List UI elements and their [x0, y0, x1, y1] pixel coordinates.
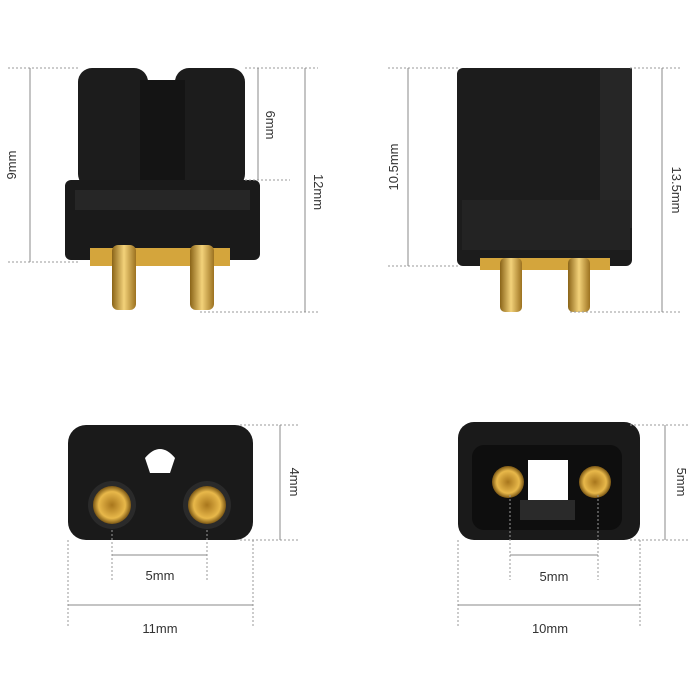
male-total-height-label: 13.5mm: [669, 167, 684, 214]
female-pin-spacing-label: 5mm: [146, 568, 175, 583]
male-connector-front-view: [458, 422, 640, 540]
female-body-height-label: 9mm: [4, 151, 19, 180]
male-pin-spacing-label: 5mm: [540, 569, 569, 584]
dimension-lines: [8, 67, 690, 628]
female-connector-side-view: [65, 68, 260, 310]
male-connector-side-view: [457, 68, 632, 312]
female-width-label: 11mm: [142, 621, 177, 636]
female-upper-height-label: 6mm: [263, 111, 278, 140]
male-front-height-label: 5mm: [674, 468, 689, 497]
female-connector-front-view: [68, 425, 253, 540]
male-width-label: 10mm: [532, 621, 568, 636]
male-body-height-label: 10.5mm: [386, 144, 401, 191]
female-front-height-label: 4mm: [287, 468, 302, 497]
female-total-height-label: 12mm: [311, 174, 326, 210]
